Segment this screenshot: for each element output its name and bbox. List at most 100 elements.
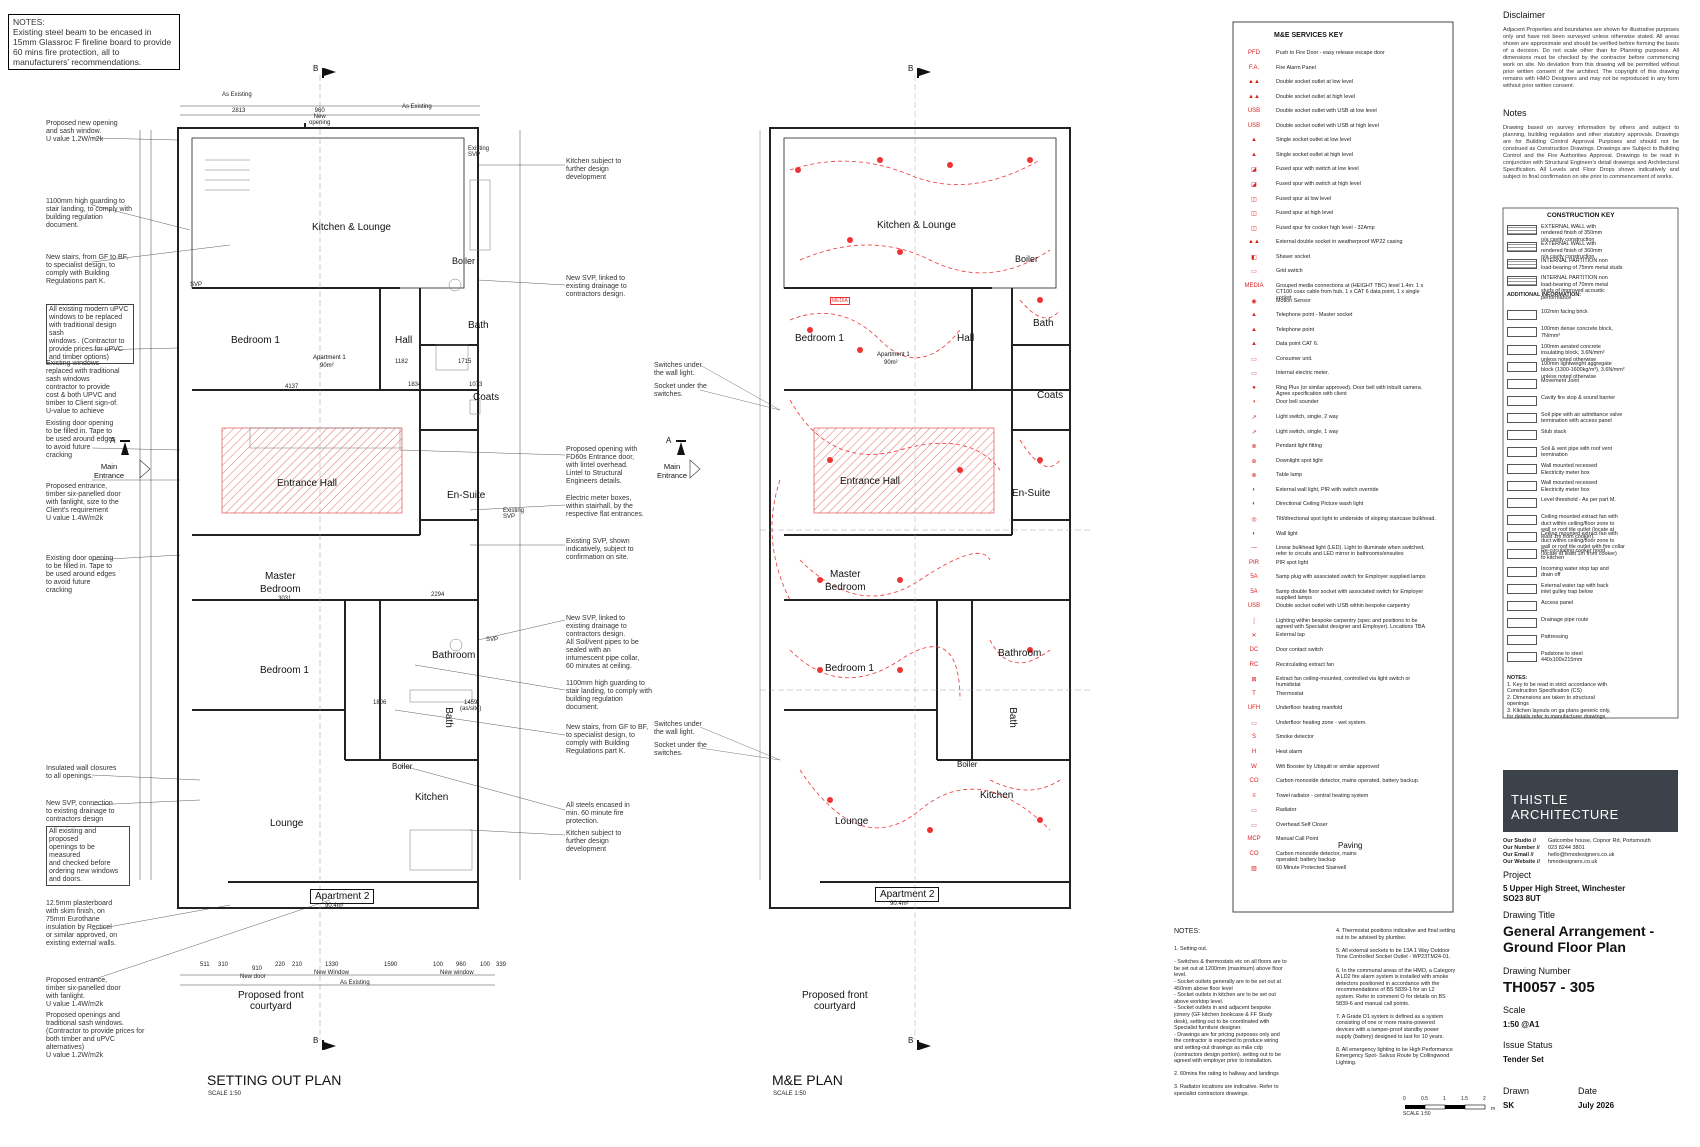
annotation-right: Kitchen subject to further design develo… bbox=[566, 158, 622, 182]
construction-key-swatch bbox=[1507, 617, 1537, 628]
mne-key-symbol: ◐ bbox=[1252, 486, 1256, 493]
setting-out-walls bbox=[177, 123, 479, 909]
apt2-area: 90.4m² bbox=[325, 903, 344, 909]
mne-key-label: Pendant light fitting bbox=[1276, 443, 1322, 450]
courtyard-label: Proposed front courtyard bbox=[238, 990, 304, 1012]
room-hall: Hall bbox=[395, 335, 413, 346]
mne-key-symbol: ⊕ bbox=[1251, 458, 1257, 465]
mne-key-symbol: ▲ bbox=[1251, 137, 1257, 144]
construction-key-swatch bbox=[1507, 327, 1537, 338]
annotation-left: Proposed new opening and sash window. U … bbox=[46, 120, 118, 144]
phone-number: 023 8244 3801 bbox=[1548, 845, 1585, 852]
dim-1073: 1073 bbox=[469, 382, 483, 388]
drawing-title-heading: Drawing Title bbox=[1503, 910, 1556, 920]
mne-key-symbol: USB bbox=[1247, 108, 1261, 115]
mne-key-symbol: ◉ bbox=[1251, 298, 1257, 305]
me-plan-scale: SCALE 1:50 bbox=[773, 1091, 807, 1097]
mne-key-symbol: H bbox=[1251, 748, 1257, 755]
me-walls bbox=[769, 127, 1071, 909]
me-main-entrance-label: Main Entrance bbox=[657, 462, 688, 480]
mne-key-label: External double socket in weatherproof W… bbox=[1276, 239, 1403, 246]
mne-key-label: PIR spot light bbox=[1276, 559, 1309, 566]
construction-key-title: CONSTRUCTION KEY bbox=[1547, 212, 1615, 219]
mne-key-symbol: ▨ bbox=[1251, 866, 1257, 873]
me-room-bath-apt2: Bath bbox=[1006, 707, 1018, 728]
mne-key-symbol: MCP bbox=[1247, 836, 1261, 843]
mne-key-symbol: PFD bbox=[1248, 50, 1260, 56]
dim-1590: 1590 bbox=[384, 962, 398, 968]
me-apt2-label: Apartment 2 bbox=[875, 887, 940, 902]
mne-key-label: Shaver socket bbox=[1276, 253, 1311, 260]
annotation-left: New SVP, connection to existing drainage… bbox=[46, 800, 115, 824]
website-link[interactable]: hmodesigners.co.uk bbox=[1548, 859, 1598, 866]
mne-key-label: Fire Alarm Panel bbox=[1276, 64, 1316, 71]
me-room-bath: Bath bbox=[1033, 318, 1054, 329]
me-room-kitchen-lounge: Kitchen & Lounge bbox=[877, 220, 956, 231]
mne-key-symbol: ▲▲ bbox=[1248, 239, 1260, 246]
mne-key-title: M&E SERVICES KEY bbox=[1274, 32, 1344, 39]
construction-key-swatch bbox=[1507, 361, 1537, 372]
mne-key-label: Fused spur at low level bbox=[1276, 195, 1332, 202]
construction-key-label: Pattressing bbox=[1541, 633, 1568, 640]
room-lounge: Lounge bbox=[270, 818, 304, 829]
construction-key-label: Re-circulating cooker hood to kitchen bbox=[1541, 548, 1606, 561]
mne-key-symbol: ◫ bbox=[1251, 211, 1257, 218]
general-notes-col1: 1. Setting out. - Switches & thermostats… bbox=[1174, 946, 1287, 1098]
me-courtyard-label: Proposed front courtyard bbox=[802, 990, 868, 1012]
label-new-door: New door bbox=[240, 974, 266, 980]
mne-key-symbol: ▲▲ bbox=[1248, 79, 1260, 86]
mne-key-label: Fused spur at high level bbox=[1276, 210, 1334, 217]
mne-key-symbol: S bbox=[1251, 734, 1256, 741]
construction-key-swatch bbox=[1507, 429, 1537, 440]
annotation-left: Proposed openings and traditional sash w… bbox=[46, 1012, 145, 1060]
setting-out-plan-title: SETTING OUT PLAN bbox=[207, 1072, 342, 1088]
mne-key-label: Lighting within bespoke carpentry (spec … bbox=[1276, 617, 1426, 630]
media-point: MEDIA bbox=[830, 297, 850, 305]
notes-text: Drawing based on survey information by o… bbox=[1503, 125, 1679, 180]
mne-key-label: External tap bbox=[1276, 632, 1305, 639]
mne-key-label: Fused spur for cooker high level - 32Amp bbox=[1276, 224, 1375, 231]
me-room-lounge: Lounge bbox=[835, 816, 869, 827]
mne-key-symbol: DC bbox=[1249, 647, 1259, 654]
mne-key-label: Double socket outlet at low level bbox=[1276, 79, 1354, 86]
apt2-label: Apartment 2 bbox=[310, 889, 375, 904]
company-logo-block: THISTLE ARCHITECTURE bbox=[1503, 770, 1678, 832]
mne-key-label: Double socket outlet at high level bbox=[1276, 93, 1356, 100]
mne-key-symbol: W bbox=[1251, 763, 1257, 770]
annotation-left: Insulated wall closures to all openings. bbox=[46, 765, 117, 781]
mne-key-label: 5amp double floor socket with associated… bbox=[1276, 588, 1424, 601]
annotation-left: Existing door opening to be filled in. T… bbox=[46, 420, 116, 460]
issue-status: Tender Set bbox=[1503, 1055, 1544, 1064]
me-apt1-area: 90m² bbox=[884, 360, 898, 366]
annotation-right: Existing SVP, shown indicatively, subjec… bbox=[566, 538, 634, 562]
room-bedroom1: Bedroom 1 bbox=[231, 335, 280, 346]
annotation-left: All existing modern uPVC windows to be r… bbox=[46, 304, 134, 365]
construction-key-swatch bbox=[1507, 549, 1537, 560]
svp-label: SVP bbox=[190, 282, 203, 288]
mne-key-label: Door bell sounder bbox=[1276, 399, 1319, 406]
section-b-bottom: B bbox=[313, 1036, 319, 1045]
dim-100b: 100 bbox=[480, 962, 491, 968]
construction-key-label: Soil pipe with air admittance valve term… bbox=[1541, 411, 1623, 425]
dim-1715: 1715 bbox=[458, 359, 472, 365]
mne-key-label: Radiator bbox=[1276, 807, 1297, 814]
scale-value: 1:50 @A1 bbox=[1503, 1020, 1540, 1029]
label-new-window-2: New window bbox=[440, 970, 474, 976]
room-kitchen-apt2: Kitchen bbox=[415, 792, 449, 803]
construction-key-swatch bbox=[1507, 225, 1537, 235]
notes-title: Notes bbox=[1503, 108, 1527, 118]
dim-100a: 100 bbox=[433, 962, 444, 968]
mne-key-symbol: T bbox=[1252, 690, 1256, 697]
dim-1459: 1459 (as/site) bbox=[460, 700, 482, 712]
mne-key-symbol: USB bbox=[1247, 122, 1261, 129]
mne-key-symbol: ⊗ bbox=[1251, 444, 1257, 451]
construction-key-label: 100mm lightweight aggregate block (1300-… bbox=[1541, 360, 1625, 380]
me-room-bedroom1-apt2: Bedroom 1 bbox=[825, 663, 874, 674]
mne-key-label: Telephone point - Master socket bbox=[1276, 312, 1353, 319]
studio-label: Our Studio // bbox=[1503, 838, 1536, 844]
me-room-ensuite: En-Suite bbox=[1012, 488, 1051, 499]
email-link[interactable]: hello@hmodesigners.co.uk bbox=[1548, 852, 1615, 859]
dim-as-existing-2: As Existing bbox=[402, 104, 432, 110]
construction-key-label: 100mm aerated concrete insulating block,… bbox=[1541, 343, 1605, 363]
dim-4137: 4137 bbox=[285, 384, 299, 390]
